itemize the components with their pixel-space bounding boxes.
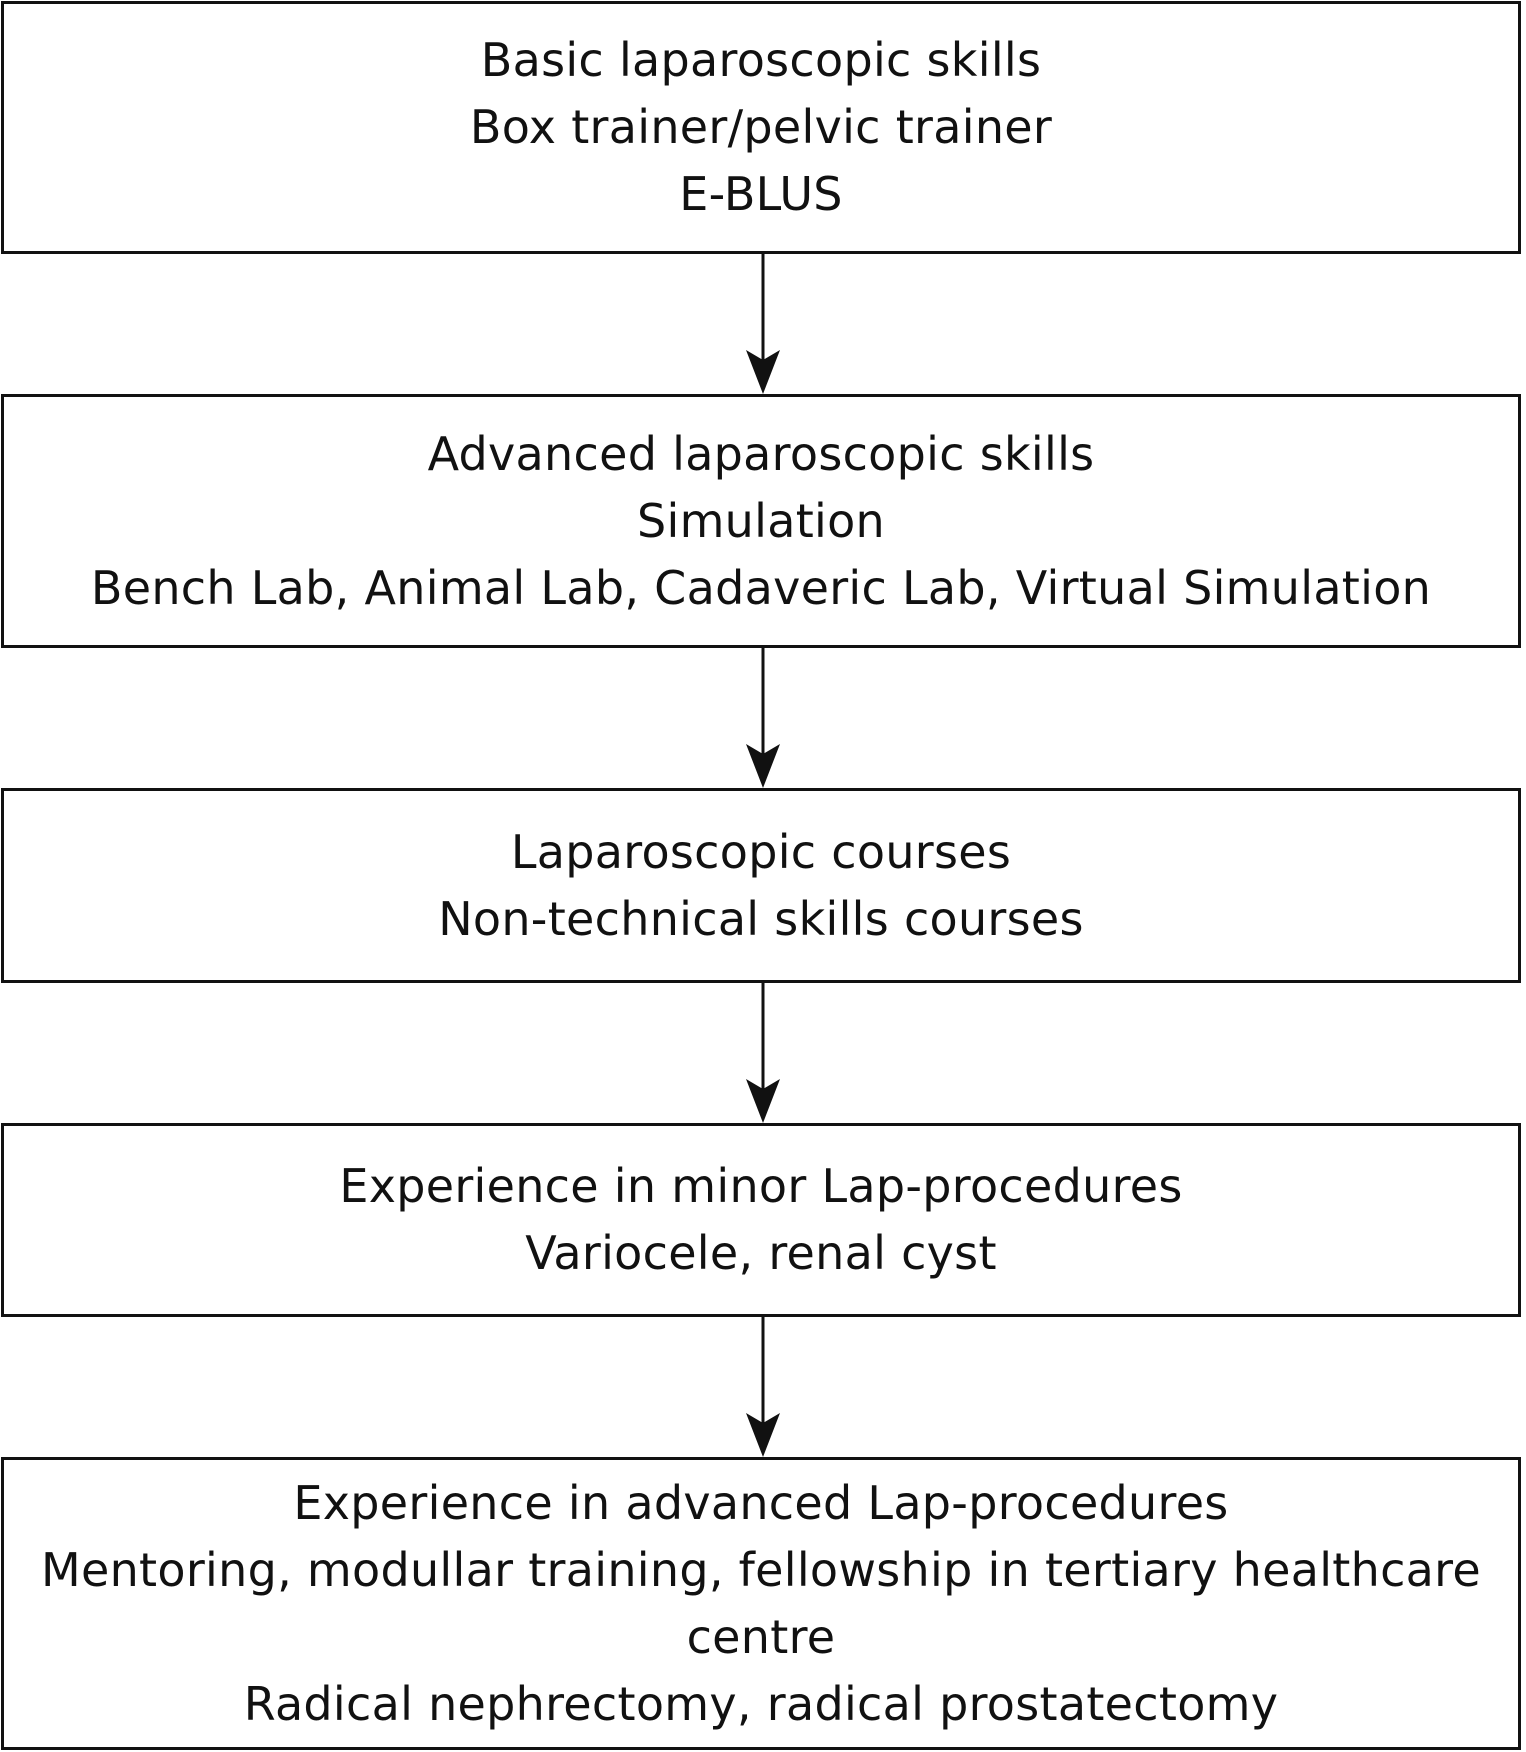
- step-1-line-3: E-BLUS: [679, 167, 843, 221]
- step-4-title: Experience in minor Lap-procedures: [339, 1159, 1183, 1213]
- step-2-line-3: Bench Lab, Animal Lab, Cadaveric Lab, Vi…: [90, 560, 1432, 615]
- step-basic-laparoscopic-skills: Basic laparoscopic skills Box trainer/pe…: [1, 1, 1521, 254]
- step-5-line-3: centre: [686, 1609, 836, 1664]
- step-5-line-4: Radical nephrectomy, radical prostatecto…: [243, 1676, 1279, 1731]
- step-5-line-2: Mentoring, modullar training, fellowship…: [41, 1542, 1481, 1597]
- step-advanced-laparoscopic-skills: Advanced laparoscopic skills Simulation …: [1, 394, 1521, 648]
- step-1-line-2: Box trainer/pelvic trainer: [469, 100, 1053, 154]
- step-4-line-2: Variocele, renal cyst: [525, 1226, 997, 1280]
- step-laparoscopic-courses: Laparoscopic courses Non-technical skill…: [1, 788, 1521, 983]
- arrow-step-4-to-5: [746, 1317, 780, 1457]
- arrow-step-3-to-4: [746, 983, 780, 1123]
- step-1-title: Basic laparoscopic skills: [480, 33, 1042, 87]
- step-5-title: Experience in advanced Lap-procedures: [293, 1475, 1229, 1530]
- arrow-step-2-to-3: [746, 648, 780, 788]
- step-2-title: Advanced laparoscopic skills: [427, 426, 1095, 481]
- arrow-step-1-to-2: [746, 254, 780, 394]
- step-advanced-lap-procedures: Experience in advanced Lap-procedures Me…: [1, 1457, 1521, 1750]
- step-2-line-2: Simulation: [636, 493, 886, 548]
- step-minor-lap-procedures: Experience in minor Lap-procedures Vario…: [1, 1123, 1521, 1317]
- step-3-title: Laparoscopic courses: [510, 824, 1012, 879]
- step-3-line-2: Non-technical skills courses: [438, 891, 1084, 946]
